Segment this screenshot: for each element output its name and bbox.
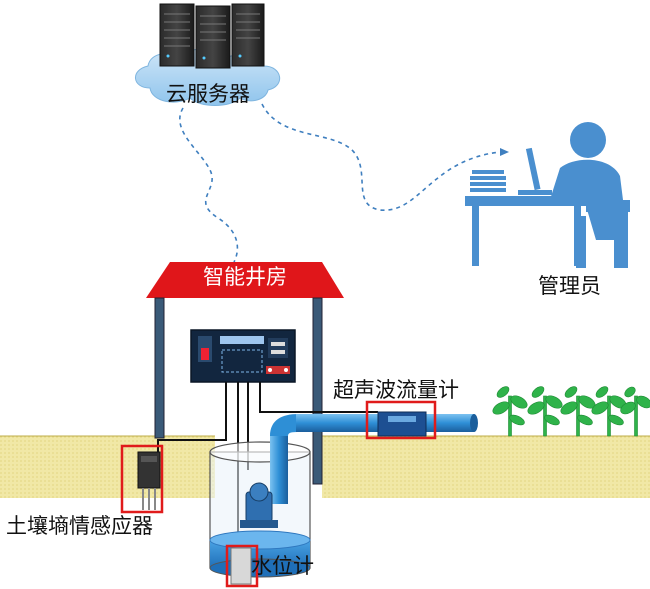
dashed-link-cloud-to-admin bbox=[261, 103, 501, 211]
person-at-laptop-icon bbox=[465, 122, 630, 268]
water-level-device bbox=[230, 547, 252, 585]
ground-left bbox=[0, 435, 215, 498]
control-panel bbox=[190, 329, 296, 383]
pump-motor-icon bbox=[240, 482, 278, 528]
administrator-label: 管理员 bbox=[538, 274, 601, 298]
well-house-label: 智能井房 bbox=[203, 265, 287, 289]
flowmeter-label: 超声波流量计 bbox=[333, 378, 459, 402]
plant-icon bbox=[492, 386, 650, 437]
cloud-server-label: 云服务器 bbox=[166, 82, 250, 106]
dashed-link-cloud-to-house bbox=[179, 107, 239, 263]
ground-right bbox=[322, 435, 650, 498]
server-rack-icon bbox=[159, 3, 265, 69]
well-house-pillars bbox=[154, 297, 323, 485]
highlight-boxes bbox=[120, 400, 437, 588]
arrow-head-admin bbox=[500, 148, 509, 156]
soil-sensor-label: 土壤墒情感应器 bbox=[6, 514, 153, 538]
soil-sensor-device bbox=[137, 451, 161, 510]
flowmeter-device bbox=[377, 411, 427, 437]
well-house-roof bbox=[146, 262, 344, 298]
water-level-label: 水位计 bbox=[251, 554, 314, 578]
